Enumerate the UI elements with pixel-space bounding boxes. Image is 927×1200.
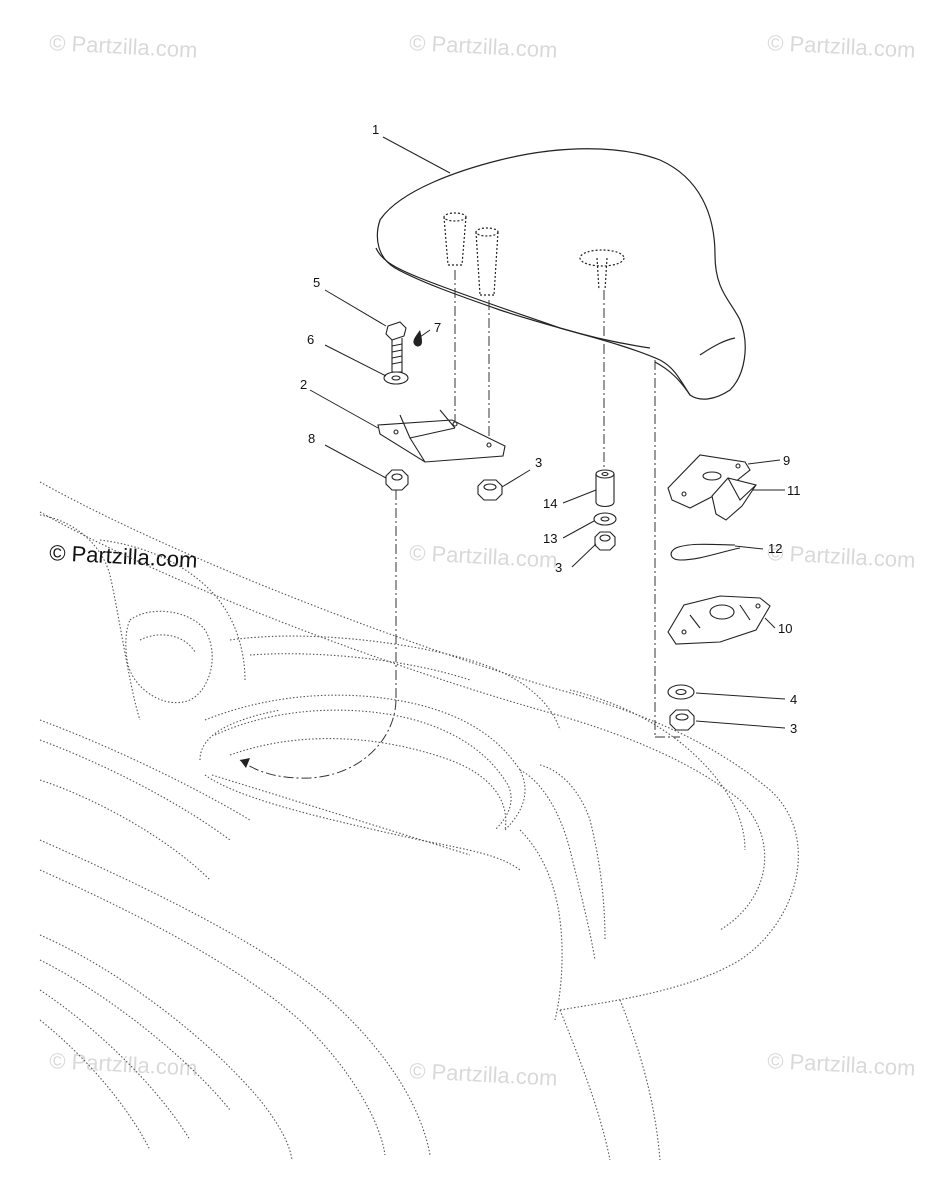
spring-pin-part-12 <box>670 543 741 561</box>
callout-6: 6 <box>307 332 314 347</box>
washer-part-4 <box>667 684 695 700</box>
washer-part-13 <box>593 512 617 526</box>
arrow-head <box>240 758 250 768</box>
callout-3-latch: 3 <box>790 721 797 736</box>
callout-1: 1 <box>372 122 379 137</box>
callout-9: 9 <box>783 453 790 468</box>
callout-13: 13 <box>543 531 557 546</box>
nut-part-8 <box>385 469 409 491</box>
nut-part-3-spacer <box>594 531 616 551</box>
callout-4: 4 <box>790 692 797 707</box>
callout-11: 11 <box>787 483 801 498</box>
callout-8: 8 <box>308 431 315 446</box>
seat-part-1 <box>375 148 746 400</box>
callout-3-spacer: 3 <box>555 560 562 575</box>
callout-14: 14 <box>543 496 557 511</box>
callout-5: 5 <box>313 275 320 290</box>
deck-outline <box>39 481 799 1161</box>
callout-7: 7 <box>434 320 441 335</box>
latch-plate-part-9 <box>667 454 751 509</box>
spacer-part-14 <box>595 469 615 508</box>
lock-washer-part-6 <box>383 371 409 385</box>
bolt-part-5 <box>385 321 407 373</box>
latch-tab-part-11 <box>711 477 757 521</box>
callout-12: 12 <box>768 541 782 556</box>
callout-3-bracket: 3 <box>535 455 542 470</box>
nut-part-3-bracket <box>477 479 503 501</box>
latch-base-part-10 <box>667 595 771 645</box>
alignment-lines <box>239 270 680 779</box>
leader-lines <box>309 136 786 729</box>
bracket-part-2 <box>377 409 506 463</box>
callout-2: 2 <box>300 377 307 392</box>
loctite-drop-part-7 <box>413 330 422 347</box>
nut-part-3-latch <box>669 709 695 731</box>
callout-10: 10 <box>778 621 792 636</box>
